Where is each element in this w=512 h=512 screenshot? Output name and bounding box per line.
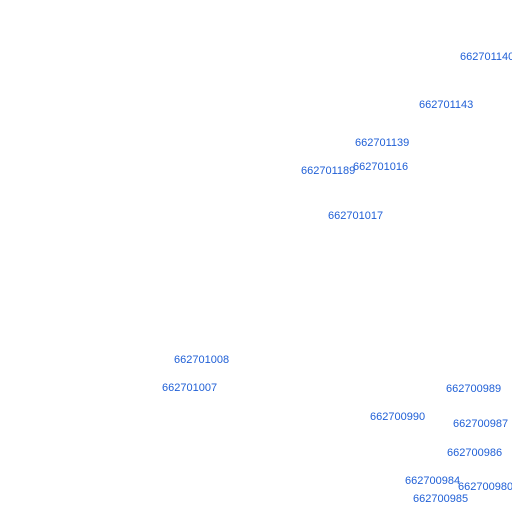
parcel-label-662700990[interactable]: 662700990 xyxy=(370,411,426,423)
parcel-label-662701143[interactable]: 662701143 xyxy=(419,99,474,111)
parcel-label-662701017[interactable]: 662701017 xyxy=(328,210,384,222)
parcel-label-662701008[interactable]: 662701008 xyxy=(174,354,230,366)
parcel-label-662701139[interactable]: 662701139 xyxy=(355,137,410,149)
parcel-label-662701189[interactable]: 662701189 xyxy=(301,165,356,177)
parcel-label-662700989[interactable]: 662700989 xyxy=(446,383,502,395)
parcel-label-662700984[interactable]: 662700984 xyxy=(405,475,461,487)
parcel-label-662701007[interactable]: 662701007 xyxy=(162,382,218,394)
parcel-label-662701140[interactable]: 662701140 xyxy=(460,51,512,63)
parcel-label-662700986[interactable]: 662700986 xyxy=(447,447,503,459)
parcel-label-662701016[interactable]: 662701016 xyxy=(353,161,409,173)
parcel-label-662700987[interactable]: 662700987 xyxy=(453,418,509,430)
parcel-label-662700985[interactable]: 662700985 xyxy=(413,493,469,505)
parcel-label-662700980[interactable]: 662700980 xyxy=(458,481,512,493)
